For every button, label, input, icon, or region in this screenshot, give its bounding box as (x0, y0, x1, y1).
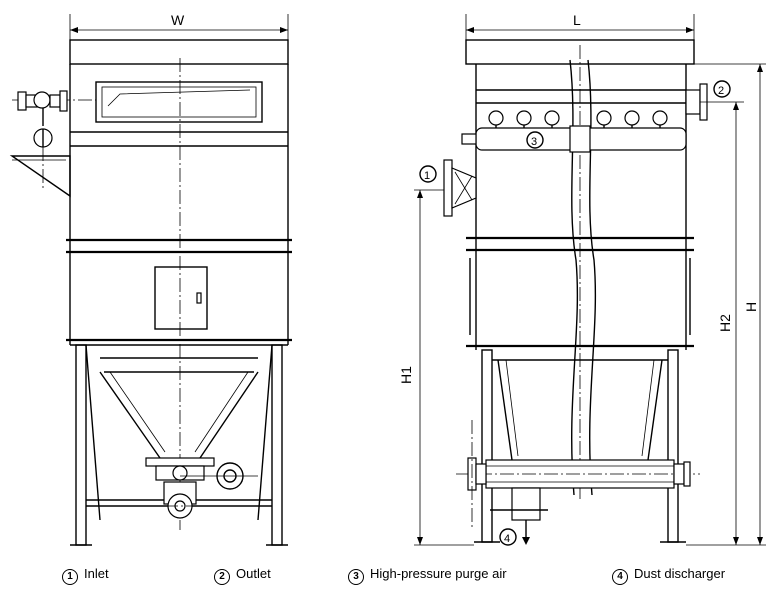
legend-label: Inlet (84, 566, 109, 581)
legend-number: 2 (214, 569, 230, 585)
legend-label: High-pressure purge air (370, 566, 507, 581)
width-label: W (171, 12, 185, 28)
width-dimension: W (69, 12, 289, 62)
h2-dimension: H2 (686, 101, 744, 546)
dust-discharger: 4 (490, 487, 548, 546)
h1-label: H1 (398, 366, 414, 384)
inspection-window (95, 81, 263, 123)
side-support-legs (474, 349, 686, 543)
legend-item-purge-air: 3 High-pressure purge air (348, 566, 507, 585)
h1-dimension: H1 (398, 189, 474, 546)
access-door (154, 266, 208, 330)
section-break (569, 45, 597, 500)
side-view: L (398, 12, 766, 546)
h2-label: H2 (717, 314, 733, 332)
length-label: L (573, 12, 581, 28)
legend-item-dust-discharger: 4 Dust discharger (612, 566, 725, 585)
legend-number: 1 (62, 569, 78, 585)
purge-valve-assembly (12, 90, 96, 190)
hopper (99, 357, 259, 481)
purge-air-header: 3 (461, 110, 687, 153)
callout-inlet: 1 (424, 170, 430, 182)
legend-number: 4 (612, 569, 628, 585)
legend-number: 3 (348, 569, 364, 585)
h-dimension: H (694, 63, 766, 546)
legend-item-outlet: 2 Outlet (214, 566, 271, 585)
callout-dust-discharger: 4 (504, 533, 510, 545)
callout-purge-air: 3 (531, 136, 537, 148)
h-label: H (743, 302, 759, 312)
legend-label: Outlet (236, 566, 271, 581)
inlet: 1 (419, 159, 477, 217)
mounting-bracket (9, 155, 71, 198)
legend-item-inlet: 1 Inlet (62, 566, 109, 585)
callout-outlet: 2 (718, 85, 724, 97)
screw-conveyor (456, 420, 700, 530)
front-view: W (9, 12, 292, 546)
legend-label: Dust discharger (634, 566, 726, 581)
dust-discharger-front (120, 462, 258, 519)
outlet: 2 (685, 80, 731, 121)
